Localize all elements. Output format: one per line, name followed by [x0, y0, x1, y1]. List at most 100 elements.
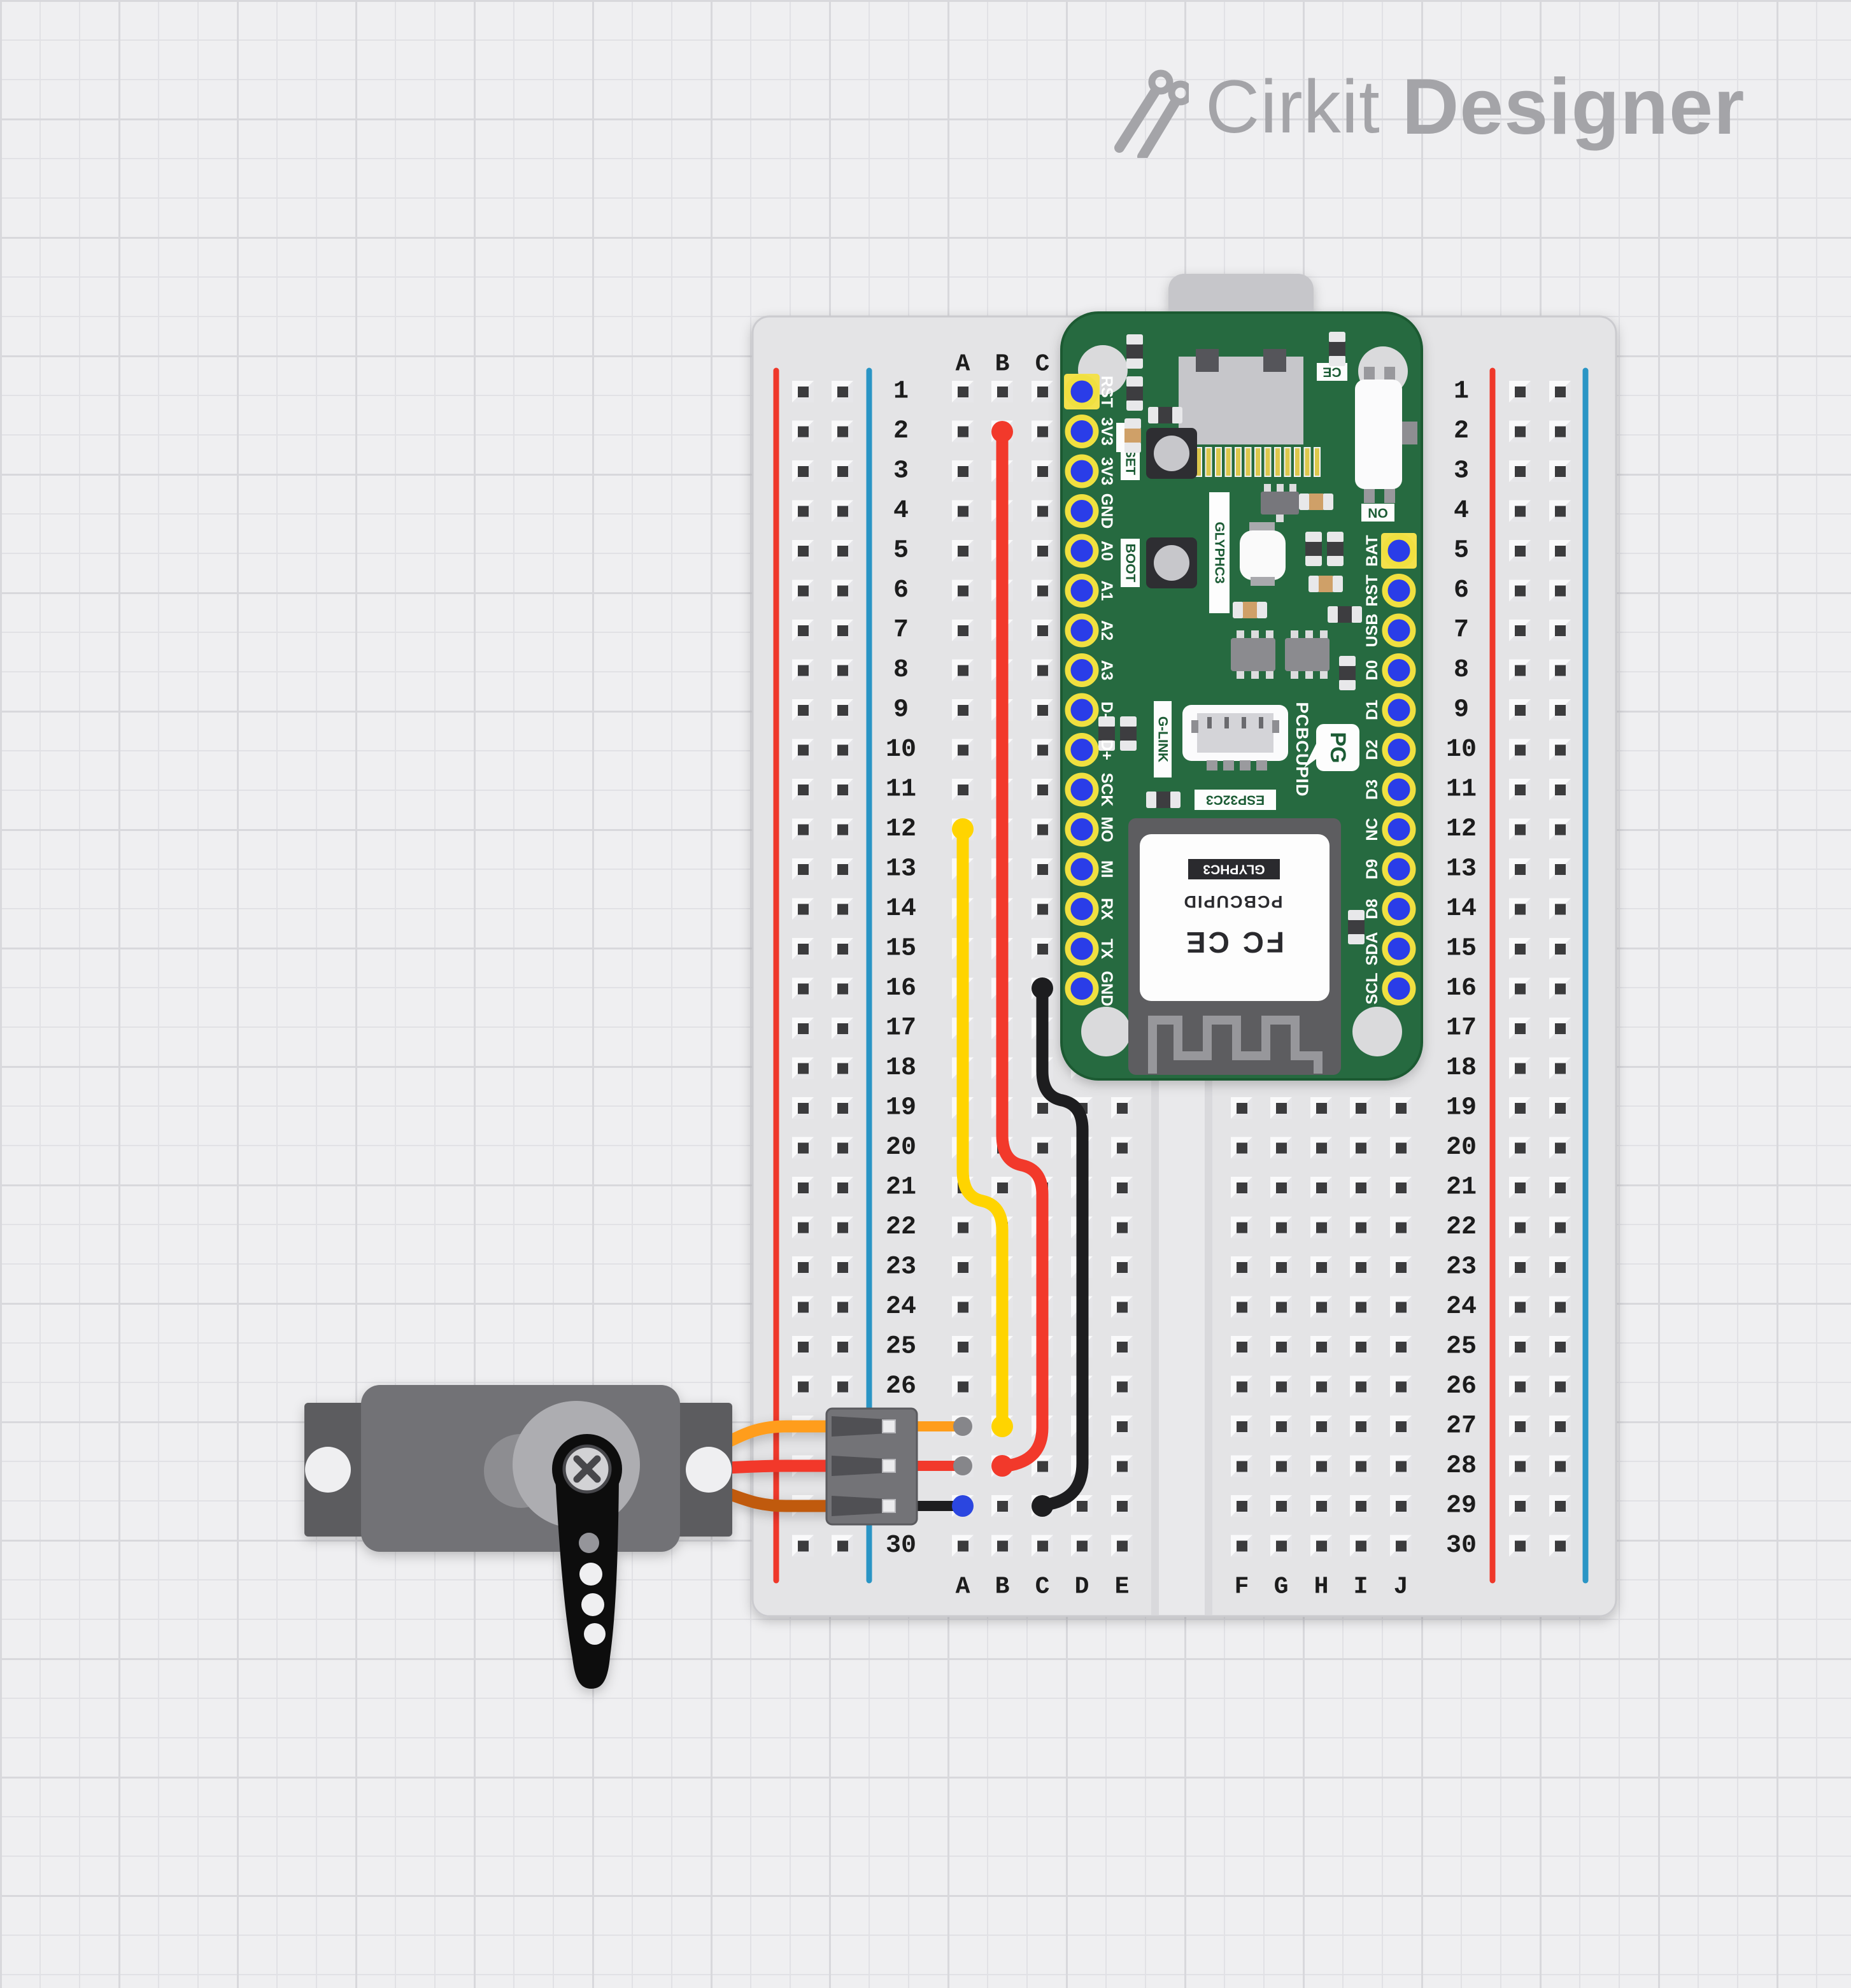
- pin-left-RST-1[interactable]: [1065, 374, 1099, 409]
- hole-G24[interactable]: [1270, 1296, 1292, 1318]
- wire-endpoint-B2[interactable]: [991, 421, 1013, 443]
- rail-hole-right-10[interactable]: [1549, 739, 1571, 761]
- pin-right-NC-12[interactable]: [1382, 813, 1416, 846]
- rail-hole-left-9[interactable]: [832, 699, 853, 721]
- rail-hole-left-20[interactable]: [792, 1137, 814, 1159]
- hole-J27[interactable]: [1390, 1416, 1412, 1437]
- hole-F28[interactable]: [1231, 1455, 1252, 1477]
- rail-hole-right-2[interactable]: [1549, 420, 1571, 443]
- rail-hole-left-19[interactable]: [792, 1097, 814, 1119]
- rail-hole-left-30[interactable]: [832, 1535, 853, 1557]
- rail-hole-right-17[interactable]: [1549, 1018, 1571, 1039]
- pin-right-D3-11[interactable]: [1382, 772, 1416, 807]
- hole-I21[interactable]: [1350, 1177, 1372, 1198]
- hole-E28[interactable]: [1111, 1455, 1133, 1477]
- hole-H22[interactable]: [1310, 1216, 1332, 1239]
- rail-hole-right-16[interactable]: [1549, 977, 1571, 1000]
- rail-hole-left-10[interactable]: [792, 739, 814, 761]
- hole-I24[interactable]: [1350, 1296, 1372, 1318]
- rail-hole-right-29[interactable]: [1509, 1495, 1531, 1517]
- hole-H30[interactable]: [1310, 1535, 1332, 1557]
- rail-hole-right-25[interactable]: [1549, 1336, 1571, 1358]
- rail-hole-left-13[interactable]: [792, 858, 814, 880]
- hole-F24[interactable]: [1231, 1296, 1252, 1318]
- pin-right-D1-9[interactable]: [1382, 693, 1416, 727]
- hole-F21[interactable]: [1231, 1177, 1252, 1198]
- rail-hole-right-6[interactable]: [1549, 579, 1571, 602]
- hole-I20[interactable]: [1350, 1137, 1372, 1159]
- wire-endpoint-C29[interactable]: [1032, 1495, 1053, 1517]
- rail-hole-left-15[interactable]: [832, 938, 853, 960]
- hole-G19[interactable]: [1270, 1097, 1292, 1119]
- pin-left-A2-7[interactable]: [1065, 613, 1099, 648]
- rail-hole-left-5[interactable]: [792, 540, 814, 562]
- rail-hole-left-22[interactable]: [832, 1216, 853, 1239]
- rail-hole-right-22[interactable]: [1509, 1216, 1531, 1239]
- hole-H27[interactable]: [1310, 1416, 1332, 1437]
- rail-hole-left-20[interactable]: [832, 1137, 853, 1159]
- hole-H19[interactable]: [1310, 1097, 1332, 1119]
- wire-endpoint-C16[interactable]: [1032, 977, 1053, 999]
- hole-A1[interactable]: [952, 381, 974, 402]
- rail-hole-left-12[interactable]: [792, 818, 814, 841]
- hole-E20[interactable]: [1111, 1137, 1133, 1159]
- rail-hole-right-7[interactable]: [1549, 620, 1571, 641]
- rail-hole-right-9[interactable]: [1509, 699, 1531, 721]
- rail-hole-right-14[interactable]: [1549, 898, 1571, 920]
- rail-hole-right-1[interactable]: [1549, 381, 1571, 402]
- esp32-c3-board[interactable]: CE A1 ON RESET: [1060, 274, 1423, 1081]
- rail-hole-left-7[interactable]: [792, 620, 814, 641]
- pin-right-RST-6[interactable]: [1382, 574, 1416, 607]
- rail-hole-right-7[interactable]: [1509, 620, 1531, 641]
- rail-hole-right-5[interactable]: [1549, 540, 1571, 562]
- hole-A6[interactable]: [952, 579, 974, 602]
- hole-G20[interactable]: [1270, 1137, 1292, 1159]
- hole-J19[interactable]: [1390, 1097, 1412, 1119]
- hole-E26[interactable]: [1111, 1375, 1133, 1398]
- wire-black-ground[interactable]: [1036, 982, 1089, 1510]
- rail-hole-right-15[interactable]: [1509, 938, 1531, 960]
- rail-hole-left-1[interactable]: [832, 381, 853, 402]
- rail-hole-left-26[interactable]: [832, 1375, 853, 1398]
- hole-B1[interactable]: [991, 381, 1013, 402]
- rail-hole-left-21[interactable]: [792, 1177, 814, 1198]
- hole-E19[interactable]: [1111, 1097, 1133, 1119]
- hole-A30[interactable]: [952, 1535, 974, 1557]
- rail-hole-right-8[interactable]: [1509, 659, 1531, 681]
- hole-I23[interactable]: [1350, 1256, 1372, 1278]
- hole-A23[interactable]: [952, 1256, 974, 1278]
- power-switch[interactable]: [1355, 367, 1417, 503]
- hole-G27[interactable]: [1270, 1416, 1292, 1437]
- rail-hole-right-28[interactable]: [1549, 1455, 1571, 1477]
- hole-C7[interactable]: [1032, 620, 1053, 641]
- hole-C1[interactable]: [1032, 381, 1053, 402]
- pin-left-SCK-11[interactable]: [1065, 772, 1099, 807]
- rail-hole-right-29[interactable]: [1549, 1495, 1571, 1517]
- rail-hole-right-23[interactable]: [1509, 1256, 1531, 1278]
- hole-J24[interactable]: [1390, 1296, 1412, 1318]
- hole-A10[interactable]: [952, 739, 974, 761]
- rail-hole-right-30[interactable]: [1509, 1535, 1531, 1557]
- rail-hole-right-30[interactable]: [1549, 1535, 1571, 1557]
- pin-left-A3-8[interactable]: [1065, 653, 1099, 687]
- wire-yellow-signal[interactable]: [956, 823, 1009, 1433]
- rail-hole-right-16[interactable]: [1509, 977, 1531, 1000]
- pin-left-3V3-2[interactable]: [1065, 415, 1099, 448]
- jumper-wires[interactable]: [952, 421, 1089, 1517]
- rail-hole-left-24[interactable]: [792, 1296, 814, 1318]
- rail-hole-left-4[interactable]: [832, 500, 853, 522]
- rail-hole-left-18[interactable]: [832, 1057, 853, 1079]
- hole-G30[interactable]: [1270, 1535, 1292, 1557]
- rail-hole-right-25[interactable]: [1509, 1336, 1531, 1358]
- hole-G26[interactable]: [1270, 1375, 1292, 1398]
- wire-endpoint-A12[interactable]: [952, 818, 974, 840]
- hole-C20[interactable]: [1032, 1137, 1053, 1159]
- pin-right-SDA-15[interactable]: [1382, 932, 1416, 966]
- rail-hole-right-21[interactable]: [1509, 1177, 1531, 1198]
- wire-endpoint-B28[interactable]: [991, 1455, 1013, 1477]
- wire-endpoint-B27[interactable]: [991, 1416, 1013, 1437]
- hole-E25[interactable]: [1111, 1336, 1133, 1358]
- hole-A4[interactable]: [952, 500, 974, 522]
- rail-hole-left-3[interactable]: [832, 460, 853, 482]
- pin-left-TX-15[interactable]: [1065, 932, 1099, 966]
